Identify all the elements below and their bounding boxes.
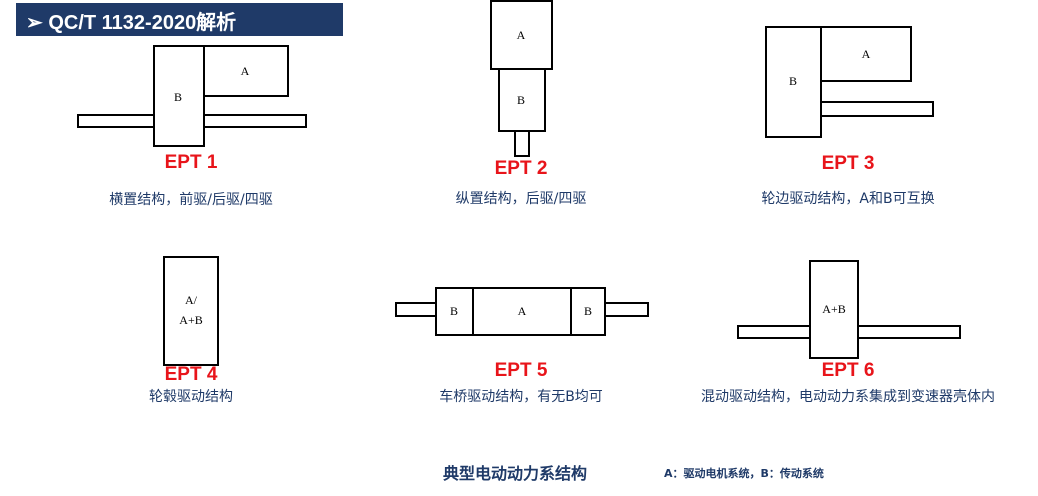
ept4-label-line2: A+B bbox=[179, 313, 203, 327]
ept3-label-b: B bbox=[788, 74, 798, 88]
ept1-caption: 横置结构，前驱/后驱/四驱 bbox=[109, 192, 273, 208]
ept3-caption: 轮边驱动结构，A和B可互换 bbox=[761, 191, 935, 207]
ept5-shaft-left bbox=[395, 302, 437, 317]
ept1-label-a: A bbox=[240, 64, 250, 78]
ept5-title: EPT 5 bbox=[494, 360, 548, 381]
section-header: ➢ QC/T 1132-2020解析 bbox=[16, 3, 343, 36]
ept6-box-ab bbox=[809, 260, 859, 359]
ept2-shaft bbox=[514, 130, 530, 157]
ept3-label-a: A bbox=[861, 47, 871, 61]
figure-legend: A：驱动电机系统，B：传动系统 bbox=[664, 467, 824, 480]
ept2-caption: 纵置结构，后驱/四驱 bbox=[455, 191, 587, 207]
ept4-caption: 轮毂驱动结构 bbox=[149, 389, 233, 405]
ept2-box-a bbox=[490, 0, 553, 70]
ept5-box-b-right bbox=[570, 287, 606, 336]
ept5-label-a: A bbox=[517, 304, 527, 318]
ept4-label-line1: A/ bbox=[185, 293, 197, 307]
ept1-label-b: B bbox=[173, 90, 183, 104]
ept3-title: EPT 3 bbox=[821, 153, 875, 174]
ept5-label-b-right: B bbox=[583, 304, 593, 318]
ept5-caption: 车桥驱动结构，有无B均可 bbox=[439, 389, 603, 405]
ept2-title: EPT 2 bbox=[494, 158, 548, 179]
ept1-box-a bbox=[203, 45, 289, 97]
ept3-shaft bbox=[820, 101, 934, 117]
ept2-box-b bbox=[498, 68, 546, 132]
ept5-shaft-right bbox=[604, 302, 649, 317]
ept2-label-a: A bbox=[516, 28, 526, 42]
ept3-box-b bbox=[765, 26, 822, 138]
ept4-title: EPT 4 bbox=[164, 364, 218, 385]
ept5-label-b-left: B bbox=[449, 304, 459, 318]
ept1-title: EPT 1 bbox=[164, 152, 218, 173]
ept1-box-b bbox=[153, 45, 205, 147]
figure-title: 典型电动动力系结构 bbox=[443, 464, 588, 483]
ept6-title: EPT 6 bbox=[821, 360, 875, 381]
section-title: ➢ QC/T 1132-2020解析 bbox=[26, 12, 237, 34]
ept6-caption: 混动驱动结构，电动动力系集成到变速器壳体内 bbox=[701, 389, 995, 405]
ept6-label-ab: A+B bbox=[822, 302, 846, 316]
ept5-box-b-left bbox=[435, 287, 474, 336]
ept4-box-ab bbox=[163, 256, 219, 366]
ept2-label-b: B bbox=[516, 93, 526, 107]
ept3-box-a bbox=[820, 26, 912, 82]
